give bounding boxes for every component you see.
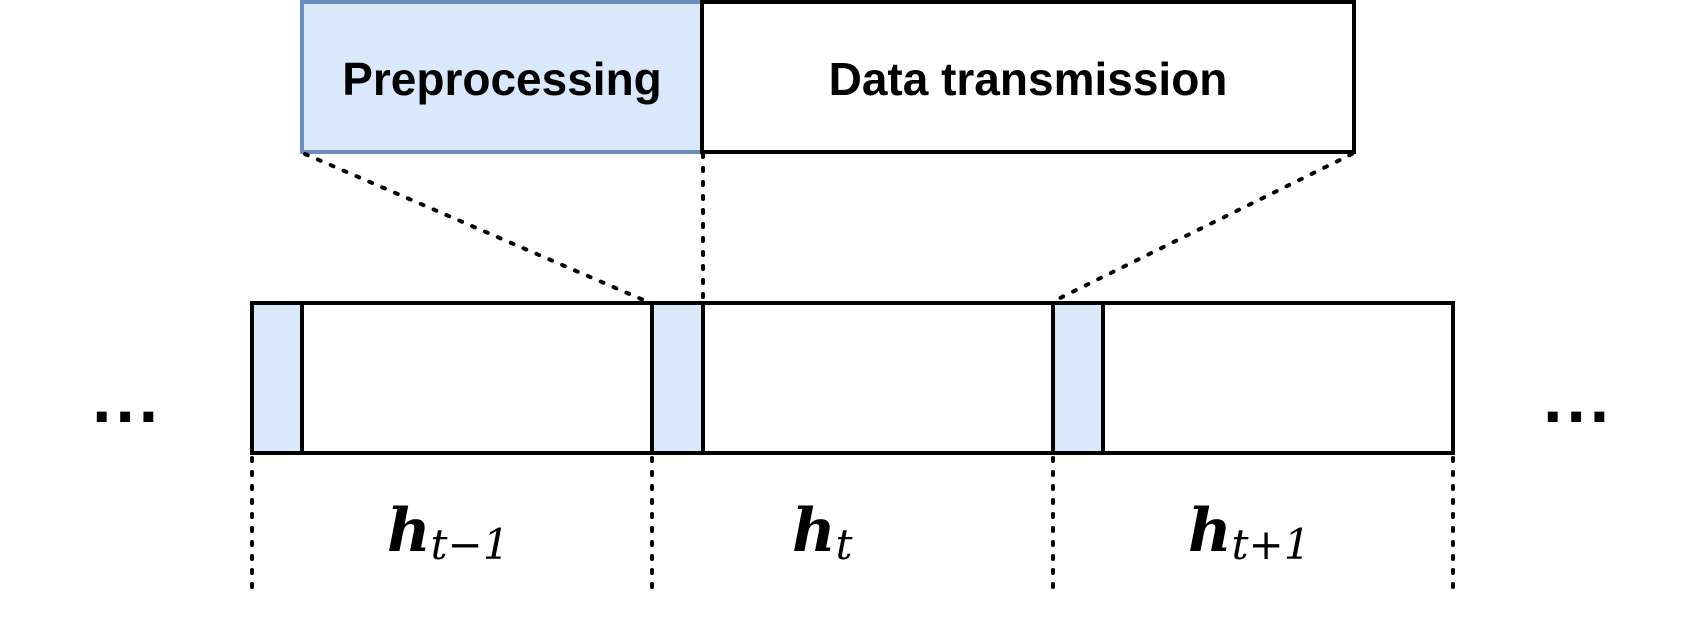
ellipsis-right: ···: [1543, 377, 1613, 455]
slot-label-next-subscript: t+1: [1232, 520, 1311, 569]
slot-labels: ht−1 ht ht+1: [387, 496, 1310, 569]
slot-current-transmission: [701, 301, 1055, 455]
preprocessing-label: Preprocessing: [342, 53, 662, 105]
slot-label-current: ht: [792, 496, 853, 569]
slot-next-preprocessing: [1051, 301, 1105, 455]
slot-label-next-symbol: h: [1188, 496, 1232, 566]
data-transmission-label: Data transmission: [829, 53, 1228, 105]
zoom-connectors: [303, 152, 1354, 304]
slot-label-current-symbol: h: [792, 496, 836, 566]
slot-current-preprocessing: [650, 301, 705, 455]
slot-sequence: [250, 301, 1455, 455]
zoom-line-left: [303, 152, 650, 304]
slot-prev-preprocessing: [250, 301, 304, 455]
slot-label-next: ht+1: [1188, 496, 1310, 569]
expanded-slot-detail: Preprocessing Data transmission: [300, 0, 1356, 154]
slot-next-transmission: [1101, 301, 1455, 455]
slot-label-prev: ht−1: [387, 496, 509, 569]
slot-label-current-subscript: t: [836, 520, 853, 569]
ellipsis-left: ···: [92, 377, 162, 455]
slot-label-prev-subscript: t−1: [431, 520, 510, 569]
slot-boundaries: [250, 456, 1455, 597]
data-transmission-box: [700, 0, 1356, 154]
slot-prev-transmission: [300, 301, 654, 455]
slot-label-prev-symbol: h: [387, 496, 431, 566]
preprocessing-box: [300, 0, 704, 154]
zoom-line-right: [1050, 152, 1354, 304]
